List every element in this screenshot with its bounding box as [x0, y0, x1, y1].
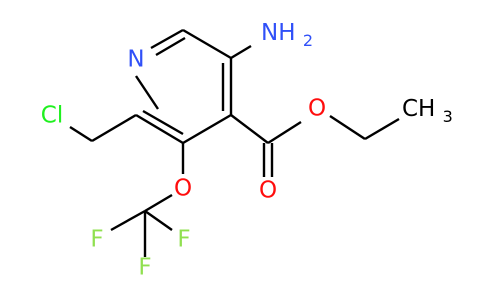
bond-c4-carbonyl-c — [230, 114, 269, 144]
methyl-main-text: CH — [402, 96, 435, 122]
bond-c3-c2-inner — [142, 109, 184, 136]
bond-carbonyl-c-o-ester — [267, 120, 302, 145]
amino-subscript: 2 — [303, 31, 313, 50]
bond-cf3-f-left — [110, 209, 146, 232]
methyl-group-label: CH 3 — [402, 96, 453, 126]
bond-n-c6-double-inner — [155, 36, 186, 57]
ester-oxygen-label: O — [308, 96, 326, 122]
fluorine-bottom-label: F — [138, 255, 151, 281]
bond-cf3-f-right — [144, 210, 173, 231]
bond-c5-nh2 — [230, 44, 252, 60]
chlorine-label: Cl — [41, 103, 63, 129]
fluorine-left-label: F — [90, 227, 103, 253]
atom-labels: N NH 2 Cl O O O F F F CH 3 — [41, 20, 453, 281]
bond-c2-ch2 — [91, 113, 137, 143]
bonds — [69, 28, 400, 257]
bond-c6-c5 — [182, 28, 232, 60]
bond-ch2-ch3 — [364, 117, 400, 141]
bond-n-c6-double-outer — [150, 28, 184, 50]
bond-o-cf3 — [144, 193, 173, 213]
methyl-subscript: 3 — [443, 107, 453, 126]
amino-group-label: NH 2 — [261, 20, 313, 50]
bond-c3-c2-outer — [135, 113, 184, 145]
fluorine-right-label: F — [177, 227, 190, 253]
bond-c4-c3 — [182, 113, 232, 145]
ether-oxygen-label: O — [174, 176, 192, 202]
amino-main-text: NH — [261, 20, 296, 46]
ring-nitrogen-label: N — [127, 47, 144, 73]
carbonyl-oxygen-label: O — [259, 178, 277, 204]
bond-ch2-cl — [69, 125, 93, 143]
bond-n-c2 — [135, 75, 159, 110]
bond-o-ch2 — [329, 114, 366, 141]
